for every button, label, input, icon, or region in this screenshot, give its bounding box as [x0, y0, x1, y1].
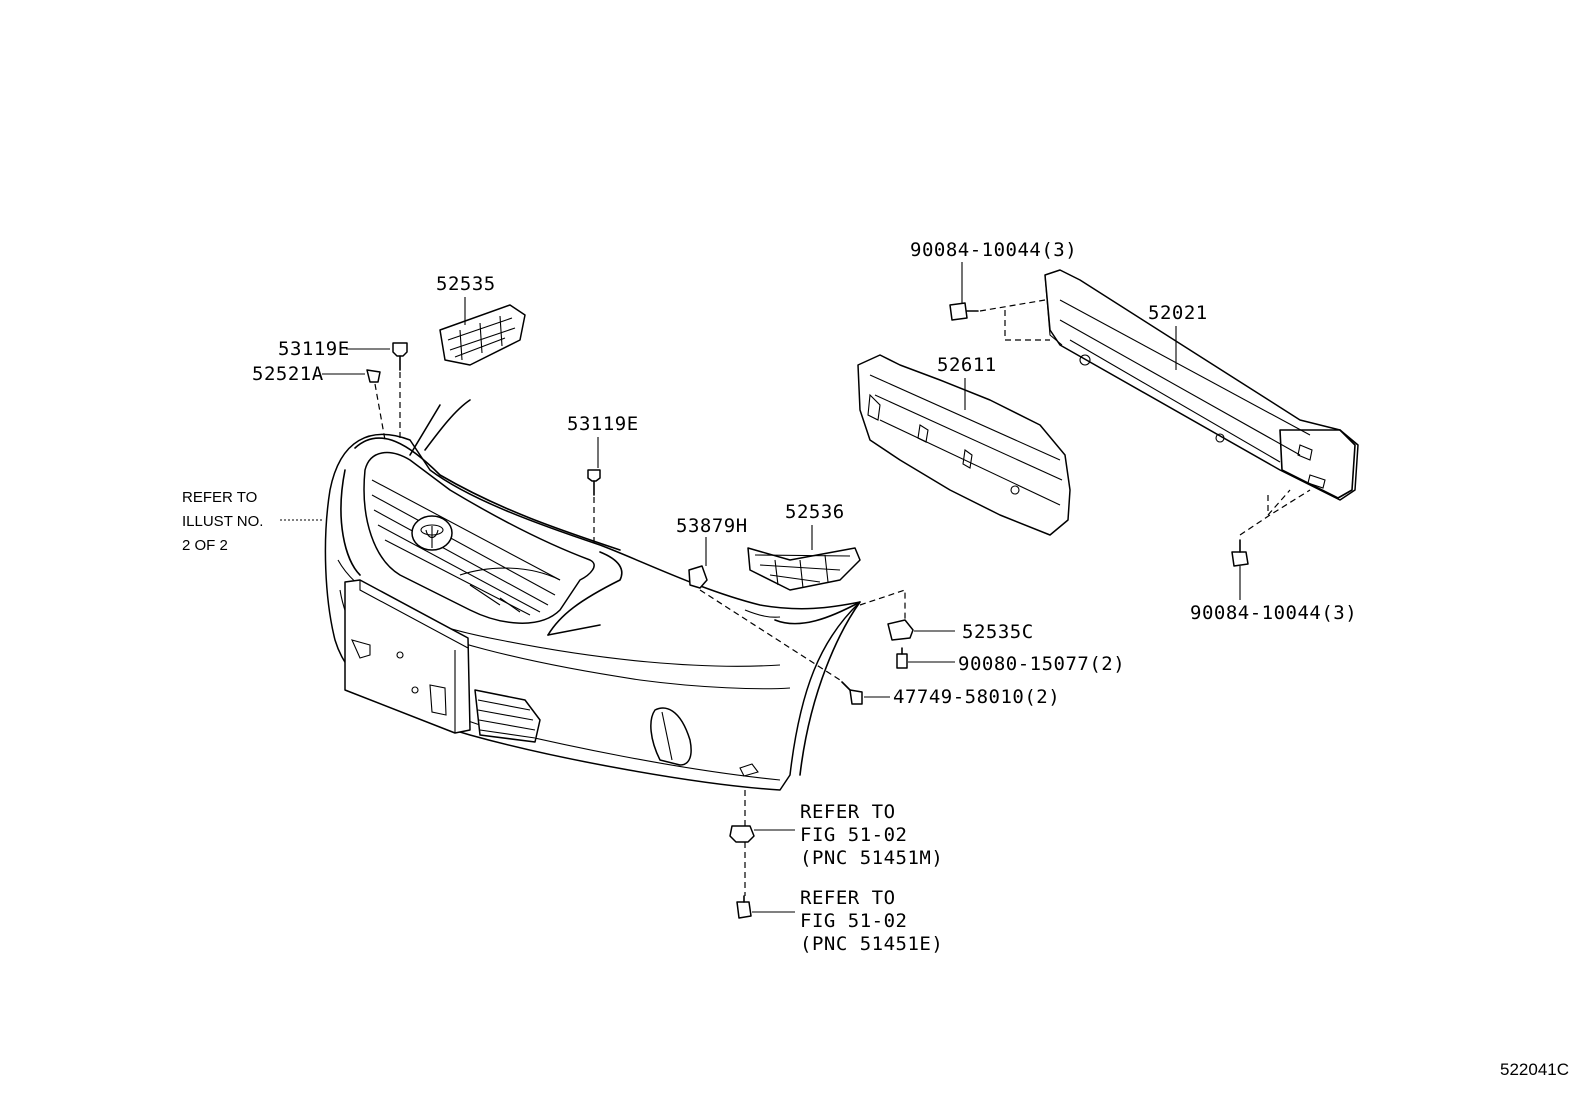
part-52536-retainer: [747, 547, 861, 591]
label-52536: 52536: [785, 501, 845, 523]
label-47749-58010: 47749-58010(2): [893, 686, 1060, 708]
label-53119e-left: 53119E: [278, 338, 350, 360]
upper-grille: [363, 451, 623, 636]
refer-fig-m-line-3: (PNC 51451M): [800, 847, 943, 869]
label-53119e-center: 53119E: [567, 413, 639, 435]
refer-note-illust: REFER TO ILLUST NO. 2 OF 2: [182, 489, 263, 554]
diagram-id: 522041C: [1500, 1060, 1569, 1079]
part-52021-reinforcement: [1044, 269, 1359, 501]
refer-illust-line-2: ILLUST NO.: [182, 513, 263, 530]
part-52611-energy-absorber: [857, 354, 1071, 536]
refer-fig-e-line-3: (PNC 51451E): [800, 933, 943, 955]
refer-fig-e-line-1: REFER TO: [800, 887, 896, 909]
license-plate-bracket: [344, 579, 471, 734]
refer-fig-e-line-2: FIG 51-02: [800, 910, 907, 932]
refer-fig-m-line-1: REFER TO: [800, 801, 896, 823]
label-52535c: 52535C: [962, 621, 1034, 643]
refer-note-fig-e: REFER TO FIG 51-02 (PNC 51451E): [800, 887, 943, 955]
label-90084-10044-top: 90084-10044(3): [910, 239, 1077, 261]
part-52535-retainer: [439, 304, 526, 366]
label-53879h: 53879H: [676, 515, 748, 537]
part-number-labels: 52535 53119E 52521A 53119E 53879H 52536 …: [252, 239, 1357, 708]
label-90084-10044-bottom: 90084-10044(3): [1190, 602, 1357, 624]
refer-fig-m-line-2: FIG 51-02: [800, 824, 907, 846]
label-90080-15077: 90080-15077(2): [958, 653, 1125, 675]
leader-lines: [280, 262, 1241, 913]
refer-note-fig-m: REFER TO FIG 51-02 (PNC 51451M): [800, 801, 943, 869]
fasteners: [366, 302, 1249, 919]
label-52521a: 52521A: [252, 363, 324, 385]
label-52535: 52535: [436, 273, 496, 295]
refer-illust-line-3: 2 OF 2: [182, 537, 228, 554]
assembly-dashed-lines: [374, 299, 1311, 896]
refer-illust-line-1: REFER TO: [182, 489, 257, 506]
label-52021: 52021: [1148, 302, 1208, 324]
label-52611: 52611: [937, 354, 997, 376]
